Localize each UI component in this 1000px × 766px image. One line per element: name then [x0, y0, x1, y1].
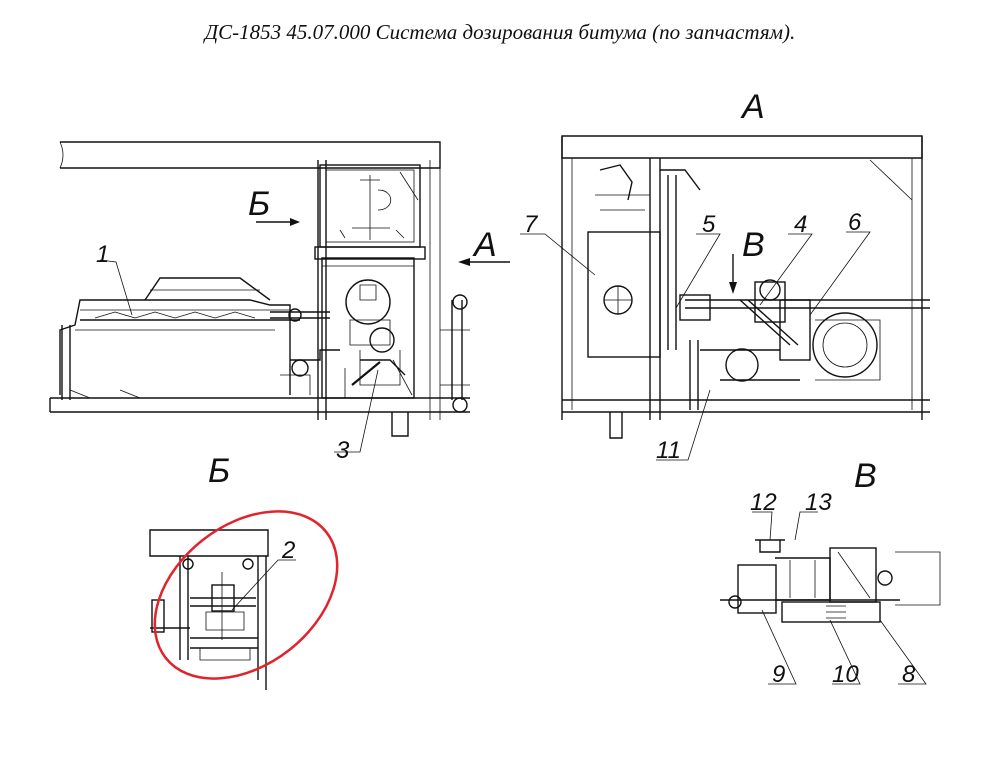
left-side-view — [49, 141, 510, 453]
view-b-detail — [149, 529, 296, 690]
view-label-v-arrow: В — [742, 226, 765, 264]
callout-7: 7 — [524, 211, 539, 238]
callout-6: 6 — [848, 209, 862, 236]
view-label-v: В — [854, 457, 877, 495]
callout-11: 11 — [656, 437, 681, 464]
callout-1: 1 — [96, 241, 109, 268]
callout-5: 5 — [702, 211, 716, 238]
callout-9: 9 — [772, 661, 785, 688]
view-label-a: А — [740, 88, 765, 126]
callout-2: 2 — [281, 537, 295, 564]
callout-12: 12 — [750, 489, 777, 516]
right-view-a — [520, 135, 930, 461]
view-label-b: Б — [208, 452, 230, 490]
drawing-title: ДС-1853 45.07.000 Система дозирования би… — [204, 20, 796, 44]
callout-13: 13 — [805, 489, 832, 516]
callout-3: 3 — [336, 437, 350, 464]
callout-4: 4 — [794, 211, 807, 238]
view-label-a-arrow: А — [472, 226, 497, 264]
view-label-b-arrow: Б — [248, 185, 270, 223]
view-v-detail — [720, 511, 941, 685]
callout-8: 8 — [902, 661, 916, 688]
highlight-ellipse — [153, 510, 339, 680]
callout-10: 10 — [832, 661, 859, 688]
